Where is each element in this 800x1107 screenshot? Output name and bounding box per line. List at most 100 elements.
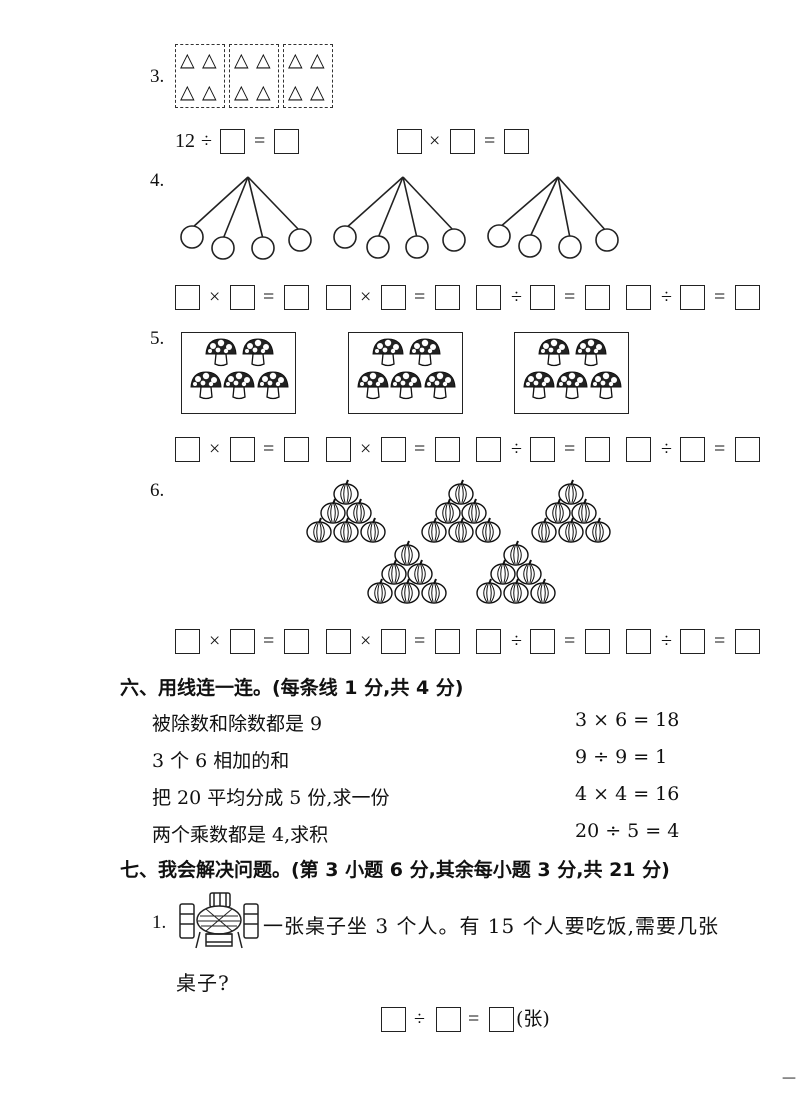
answer-box[interactable] (381, 437, 406, 462)
answer-box[interactable] (274, 129, 299, 154)
match-right-item[interactable]: 9 ÷ 9 = 1 (575, 746, 668, 768)
circle-icon (333, 225, 357, 249)
section-6-heading: 六、用线连一连。(每条线 1 分,共 4 分) (120, 677, 464, 699)
answer-box[interactable] (435, 285, 460, 310)
match-right-item[interactable]: 20 ÷ 5 = 4 (575, 820, 680, 842)
answer-box[interactable] (450, 129, 475, 154)
answer-box[interactable] (626, 285, 651, 310)
match-left-item[interactable]: 把 20 平均分成 5 份,求一份 (152, 787, 390, 809)
answer-box[interactable] (585, 629, 610, 654)
answer-box[interactable] (735, 285, 760, 310)
times-operator: × (209, 630, 221, 652)
answer-box[interactable] (175, 285, 200, 310)
answer-box[interactable] (175, 437, 200, 462)
pumpkin-icon (571, 498, 597, 524)
answer-box[interactable] (476, 629, 501, 654)
mushroom-icon (372, 338, 404, 367)
times-operator: × (360, 286, 372, 308)
match-right-item[interactable]: 3 × 6 = 18 (575, 709, 680, 731)
problem-3-number: 3. (150, 66, 165, 87)
answer-box[interactable] (476, 437, 501, 462)
pumpkin-icon (320, 498, 346, 524)
mushroom-icon (190, 371, 222, 400)
equals-operator: = (564, 286, 576, 308)
pumpkin-icon (585, 517, 611, 543)
section-7-heading: 七、我会解决问题。(第 3 小题 6 分,其余每小题 3 分,共 21 分) (120, 859, 670, 881)
answer-box[interactable] (504, 129, 529, 154)
answer-box[interactable] (326, 629, 351, 654)
answer-box[interactable] (230, 285, 255, 310)
answer-box[interactable] (175, 629, 200, 654)
mushroom-icon (556, 371, 588, 400)
circle-icon (211, 236, 235, 260)
circle-icon (180, 225, 204, 249)
answer-box[interactable] (230, 437, 255, 462)
pumpkin-icon (435, 498, 461, 524)
answer-box[interactable] (530, 437, 555, 462)
answer-box[interactable] (381, 285, 406, 310)
answer-box[interactable] (626, 437, 651, 462)
circle-icon (595, 228, 619, 252)
answer-box[interactable] (397, 129, 422, 154)
pumpkin-icon (381, 559, 407, 585)
answer-box[interactable] (530, 285, 555, 310)
circle-icon (487, 224, 511, 248)
pumpkin-icon (476, 578, 502, 604)
answer-box[interactable] (284, 629, 309, 654)
problem-text-line1: 一张桌子坐 3 个人。有 15 个人要吃饭,需要几张 (263, 914, 719, 938)
pumpkin-icon (306, 517, 332, 543)
triangle-icon: △ (310, 81, 325, 103)
answer-box[interactable] (489, 1007, 514, 1032)
answer-box[interactable] (230, 629, 255, 654)
answer-box[interactable] (284, 285, 309, 310)
pumpkin-icon (531, 517, 557, 543)
problem-4-number: 4. (150, 170, 165, 191)
equals-operator: = (414, 286, 426, 308)
answer-box[interactable] (326, 285, 351, 310)
answer-box[interactable] (680, 629, 705, 654)
answer-box[interactable] (585, 437, 610, 462)
answer-box[interactable] (381, 1007, 406, 1032)
answer-box[interactable] (626, 629, 651, 654)
answer-box[interactable] (284, 437, 309, 462)
mushroom-icon (390, 371, 422, 400)
pumpkin-icon (558, 479, 584, 505)
triangle-icon: △ (180, 81, 195, 103)
pumpkin-icon (333, 517, 359, 543)
circle-icon (288, 228, 312, 252)
pumpkin-icon (346, 498, 372, 524)
answer-box[interactable] (220, 129, 245, 154)
mushroom-icon (409, 338, 441, 367)
answer-box[interactable] (326, 437, 351, 462)
mushroom-icon (575, 338, 607, 367)
mushroom-icon (538, 338, 570, 367)
answer-box[interactable] (476, 285, 501, 310)
answer-box[interactable] (436, 1007, 461, 1032)
triangle-group: △ △ △ △ (175, 44, 225, 108)
match-left-item[interactable]: 被除数和除数都是 9 (152, 713, 323, 735)
circle-icon (558, 235, 582, 259)
divide-operator: ÷ (511, 630, 522, 652)
divide-operator: ÷ (414, 1008, 425, 1030)
answer-box[interactable] (435, 629, 460, 654)
answer-box[interactable] (680, 285, 705, 310)
answer-box[interactable] (680, 437, 705, 462)
answer-box[interactable] (585, 285, 610, 310)
answer-box[interactable] (735, 629, 760, 654)
pumpkin-layer (306, 479, 611, 604)
equals-operator: = (714, 438, 726, 460)
given-number: 12 (175, 130, 195, 152)
problem-1-number: 1. (152, 912, 167, 933)
problem-5-number: 5. (150, 328, 165, 349)
match-right-item[interactable]: 4 × 4 = 16 (575, 783, 680, 805)
answer-box[interactable] (381, 629, 406, 654)
answer-box[interactable] (435, 437, 460, 462)
divide-operator: ÷ (661, 286, 672, 308)
match-left-item[interactable]: 3 个 6 相加的和 (152, 750, 290, 772)
match-left-item[interactable]: 两个乘数都是 4,求积 (152, 824, 329, 846)
unit-label: (张) (516, 1008, 550, 1030)
dining-table-icon (179, 892, 259, 949)
answer-box[interactable] (735, 437, 760, 462)
answer-box[interactable] (530, 629, 555, 654)
triangle-icon: △ (256, 81, 271, 103)
